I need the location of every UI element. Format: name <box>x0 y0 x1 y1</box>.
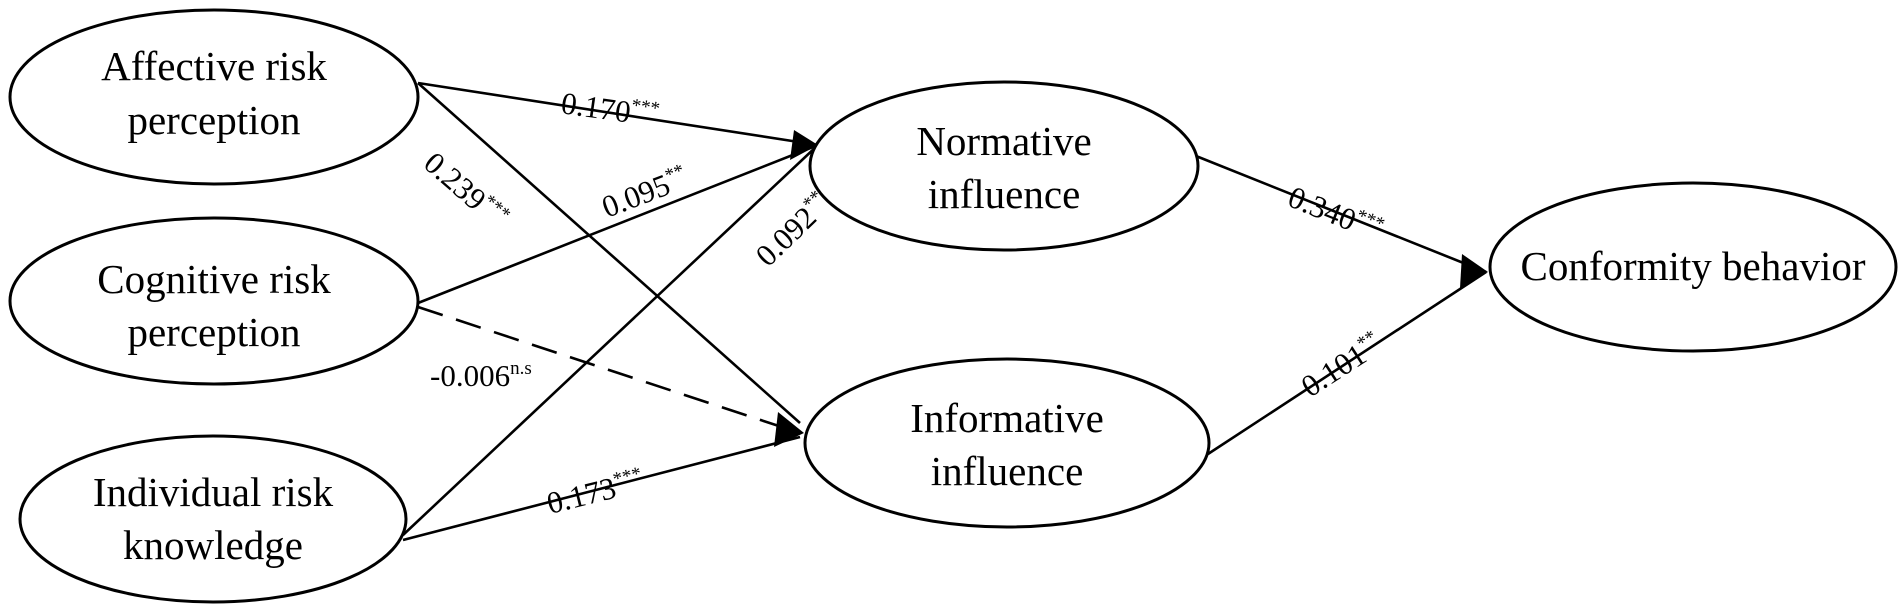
node-conformity-line-1: Conformity behavior <box>1520 243 1865 289</box>
node-individual-line-1: Individual risk <box>93 469 334 515</box>
edge-informative-conformity <box>1207 270 1487 456</box>
arrowhead-normative <box>790 130 818 160</box>
node-cognitive-line-2: perception <box>127 309 300 355</box>
node-normative: Normative influence <box>808 80 1200 252</box>
label-normative-conformity: 0.340*** <box>1283 179 1387 248</box>
edge-affective-normative <box>417 81 819 147</box>
node-cognitive: Cognitive risk perception <box>8 216 420 386</box>
label-affective-normative: 0.170*** <box>559 85 661 133</box>
edge-normative-conformity <box>1195 154 1487 274</box>
node-cognitive-line-1: Cognitive risk <box>97 256 331 302</box>
label-individual-informative: 0.173*** <box>543 463 647 521</box>
arrowhead-informative <box>774 412 804 447</box>
edge-cognitive-normative <box>417 143 819 305</box>
edge-cognitive-informative <box>417 305 801 435</box>
node-individual: Individual risk knowledge <box>18 434 408 604</box>
node-informative-line-1: Informative <box>910 395 1104 441</box>
node-affective: Affective risk perception <box>8 8 420 186</box>
label-affective-informative: 0.239*** <box>417 145 514 236</box>
node-normative-line-2: influence <box>928 171 1081 217</box>
arrowheads <box>774 130 1488 447</box>
node-individual-line-2: knowledge <box>123 522 303 568</box>
edge-affective-informative <box>417 82 801 424</box>
node-conformity: Conformity behavior <box>1488 181 1898 353</box>
label-cognitive-informative: -0.006n.s <box>430 358 532 393</box>
edges <box>402 81 1487 542</box>
label-informative-conformity: 0.101** <box>1295 326 1388 404</box>
node-affective-line-1: Affective risk <box>101 43 327 89</box>
edge-individual-normative <box>402 144 819 536</box>
node-informative-line-2: influence <box>931 448 1084 494</box>
arrowhead-conformity <box>1460 254 1488 288</box>
node-normative-line-1: Normative <box>916 118 1091 164</box>
node-affective-line-2: perception <box>127 97 300 143</box>
node-informative: Informative influence <box>803 357 1211 529</box>
edge-individual-informative <box>402 435 801 542</box>
